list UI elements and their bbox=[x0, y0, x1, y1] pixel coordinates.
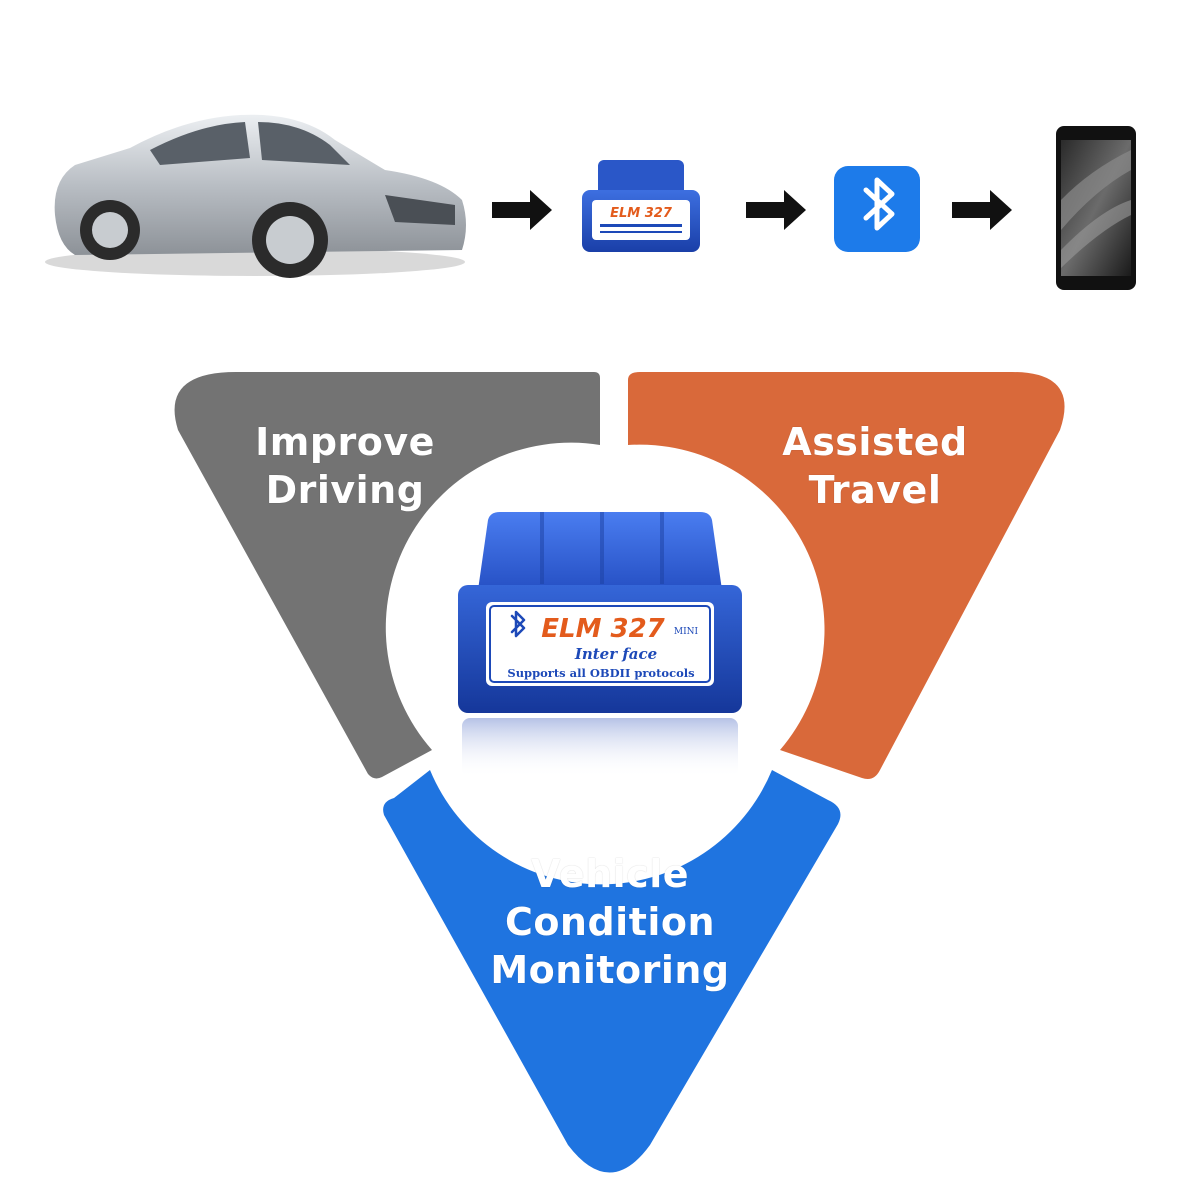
obd-small-brand: ELM 327 bbox=[610, 206, 673, 221]
adapter-brand: ELM 327 bbox=[541, 614, 665, 644]
segment-vehicle-condition bbox=[383, 770, 841, 1173]
adapter-interface: Inter face bbox=[574, 645, 657, 663]
arrow-icon bbox=[492, 190, 552, 230]
label-improve-driving-line1: Improve bbox=[255, 420, 435, 464]
label-vehicle-condition-line1: Vehicle bbox=[530, 852, 689, 896]
obd-adapter-icon: ELM 327 bbox=[582, 160, 700, 252]
label-vehicle-condition-line2: Condition bbox=[504, 900, 716, 944]
label-vehicle-condition-line3: Monitoring bbox=[490, 948, 730, 992]
connection-flow: ELM 327 bbox=[45, 114, 1136, 290]
adapter-mini: MINI bbox=[674, 627, 699, 637]
label-assisted-travel: Assisted Travel bbox=[730, 418, 1020, 514]
bluetooth-icon bbox=[834, 166, 920, 252]
label-vehicle-condition: Vehicle Condition Monitoring bbox=[440, 850, 780, 994]
elm327-adapter-image: ELM 327 MINI Inter face Supports all OBD… bbox=[458, 512, 742, 778]
arrow-icon bbox=[952, 190, 1012, 230]
label-improve-driving-line2: Driving bbox=[265, 468, 425, 512]
smartphone-icon bbox=[1056, 126, 1136, 290]
label-assisted-travel-line1: Assisted bbox=[782, 420, 968, 464]
adapter-protocols: Supports all OBDII protocols bbox=[507, 666, 694, 680]
car-icon bbox=[45, 114, 467, 278]
segment-assisted-travel bbox=[628, 372, 1065, 779]
segment-improve-driving bbox=[174, 372, 600, 779]
label-assisted-travel-line2: Travel bbox=[808, 468, 942, 512]
label-improve-driving: Improve Driving bbox=[200, 418, 490, 514]
arrow-icon bbox=[746, 190, 806, 230]
